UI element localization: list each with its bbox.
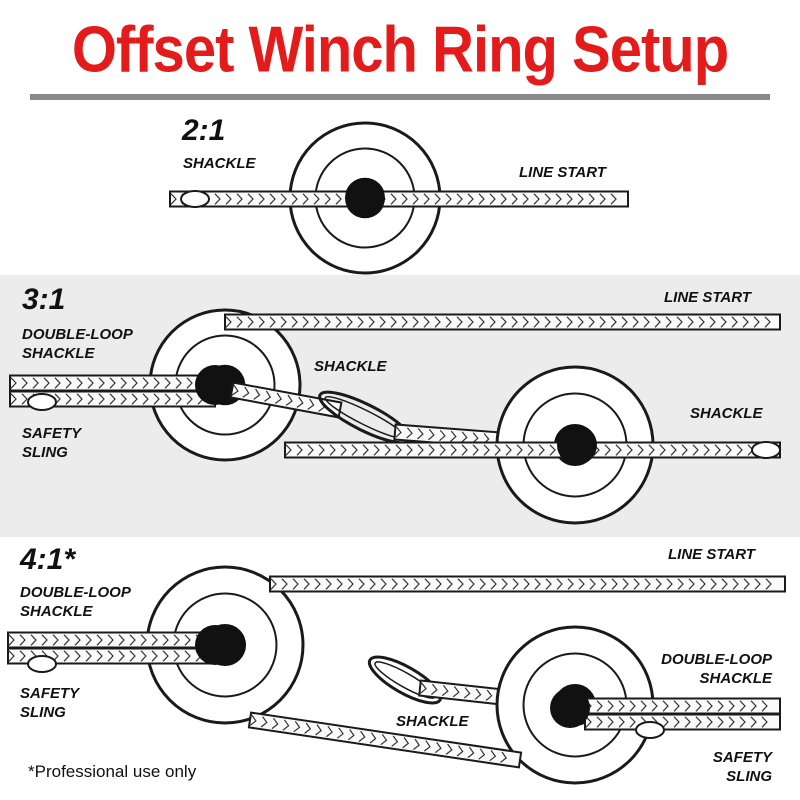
rope-line-start-4to1: [269, 575, 786, 593]
hub-hole-2to1-top: [345, 178, 385, 218]
hub-hole-right-4to1: [550, 688, 590, 728]
ratio-2to1: 2:1: [182, 114, 226, 147]
rope-right-2to1: [367, 190, 629, 208]
label-shackle-mid-4to1: SHACKLE: [396, 713, 469, 730]
safety-sling-eye-right-4to1: [635, 721, 665, 739]
title-divider: [30, 94, 770, 100]
label-line-start-3to1: LINE START: [664, 289, 751, 306]
ratio-4to1: 4:1*: [20, 543, 76, 576]
rope-double-loop-right-lower-4to1: [584, 713, 781, 731]
rope-line-start-3to1: [224, 313, 781, 331]
safety-sling-eye-3to1: [27, 393, 57, 411]
label-shackle-2to1: SHACKLE: [183, 155, 256, 172]
label-double-loop-shackle-left-4to1: DOUBLE-LOOP SHACKLE: [20, 584, 131, 620]
rope-diagonal-3to1: [229, 381, 343, 419]
ratio-3to1: 3:1: [22, 283, 66, 316]
hub-hole-left-4to1: [195, 625, 235, 665]
rope-double-loop-right-upper-4to1: [584, 697, 781, 715]
shackle-eye-2to1: [180, 190, 210, 208]
label-shackle-mid-3to1: SHACKLE: [314, 358, 387, 375]
label-line-start-2to1: LINE START: [519, 164, 606, 181]
shackle-mid-3to1: [318, 390, 412, 445]
label-double-loop-shackle-3to1: DOUBLE-LOOP SHACKLE: [22, 326, 133, 362]
page-title: Offset Winch Ring Setup: [71, 13, 729, 86]
rope-lower-3to1: [284, 441, 781, 459]
label-double-loop-shackle-right-4to1: DOUBLE-LOOP SHACKLE: [661, 651, 772, 687]
label-safety-sling-3to1: SAFETY SLING: [22, 425, 82, 461]
hub-hole-right-3to1: [557, 425, 597, 465]
safety-sling-eye-left-4to1: [27, 655, 57, 673]
rope-double-loop-upper-4to1: [7, 631, 216, 649]
shackle-eye-right-3to1: [751, 441, 781, 459]
label-shackle-right-3to1: SHACKLE: [690, 405, 763, 422]
rope-double-loop-upper-3to1: [9, 374, 216, 392]
shackle-mid-4to1: [367, 655, 443, 705]
footnote: *Professional use only: [28, 762, 197, 781]
rope-lower-diagonal-4to1: [247, 711, 523, 769]
label-line-start-4to1: LINE START: [668, 546, 755, 563]
label-safety-sling-left-4to1: SAFETY SLING: [20, 685, 80, 721]
label-safety-sling-right-4to1: SAFETY SLING: [712, 749, 772, 785]
hub-hole-left-3to1: [195, 365, 235, 405]
